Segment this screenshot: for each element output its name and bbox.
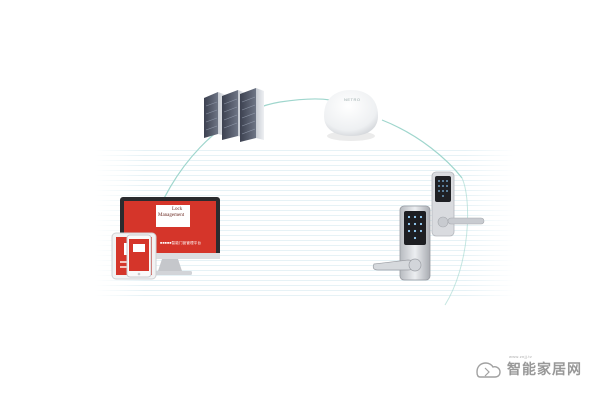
server-rack [204, 88, 264, 142]
gateway-hub [324, 90, 378, 141]
door-lock-large [372, 205, 431, 281]
screen-title-line1: Lock [172, 207, 183, 212]
screen-title-line2: Management [158, 212, 185, 218]
screen-title: Lock Management [158, 207, 192, 218]
gateway-label: NETRO [344, 97, 361, 102]
watermark-logo-icon [476, 362, 501, 378]
monitor [120, 197, 220, 275]
watermark-text: 智能家居网 [507, 362, 582, 378]
watermark-url: www.znjj.tv [509, 354, 533, 359]
screen-subtitle: ■■■■■智能门锁管理平台 [160, 241, 202, 245]
smartphone [126, 234, 152, 278]
door-lock-small [431, 171, 485, 237]
watermark: www.znjj.tv 智能家居网 [471, 354, 582, 380]
